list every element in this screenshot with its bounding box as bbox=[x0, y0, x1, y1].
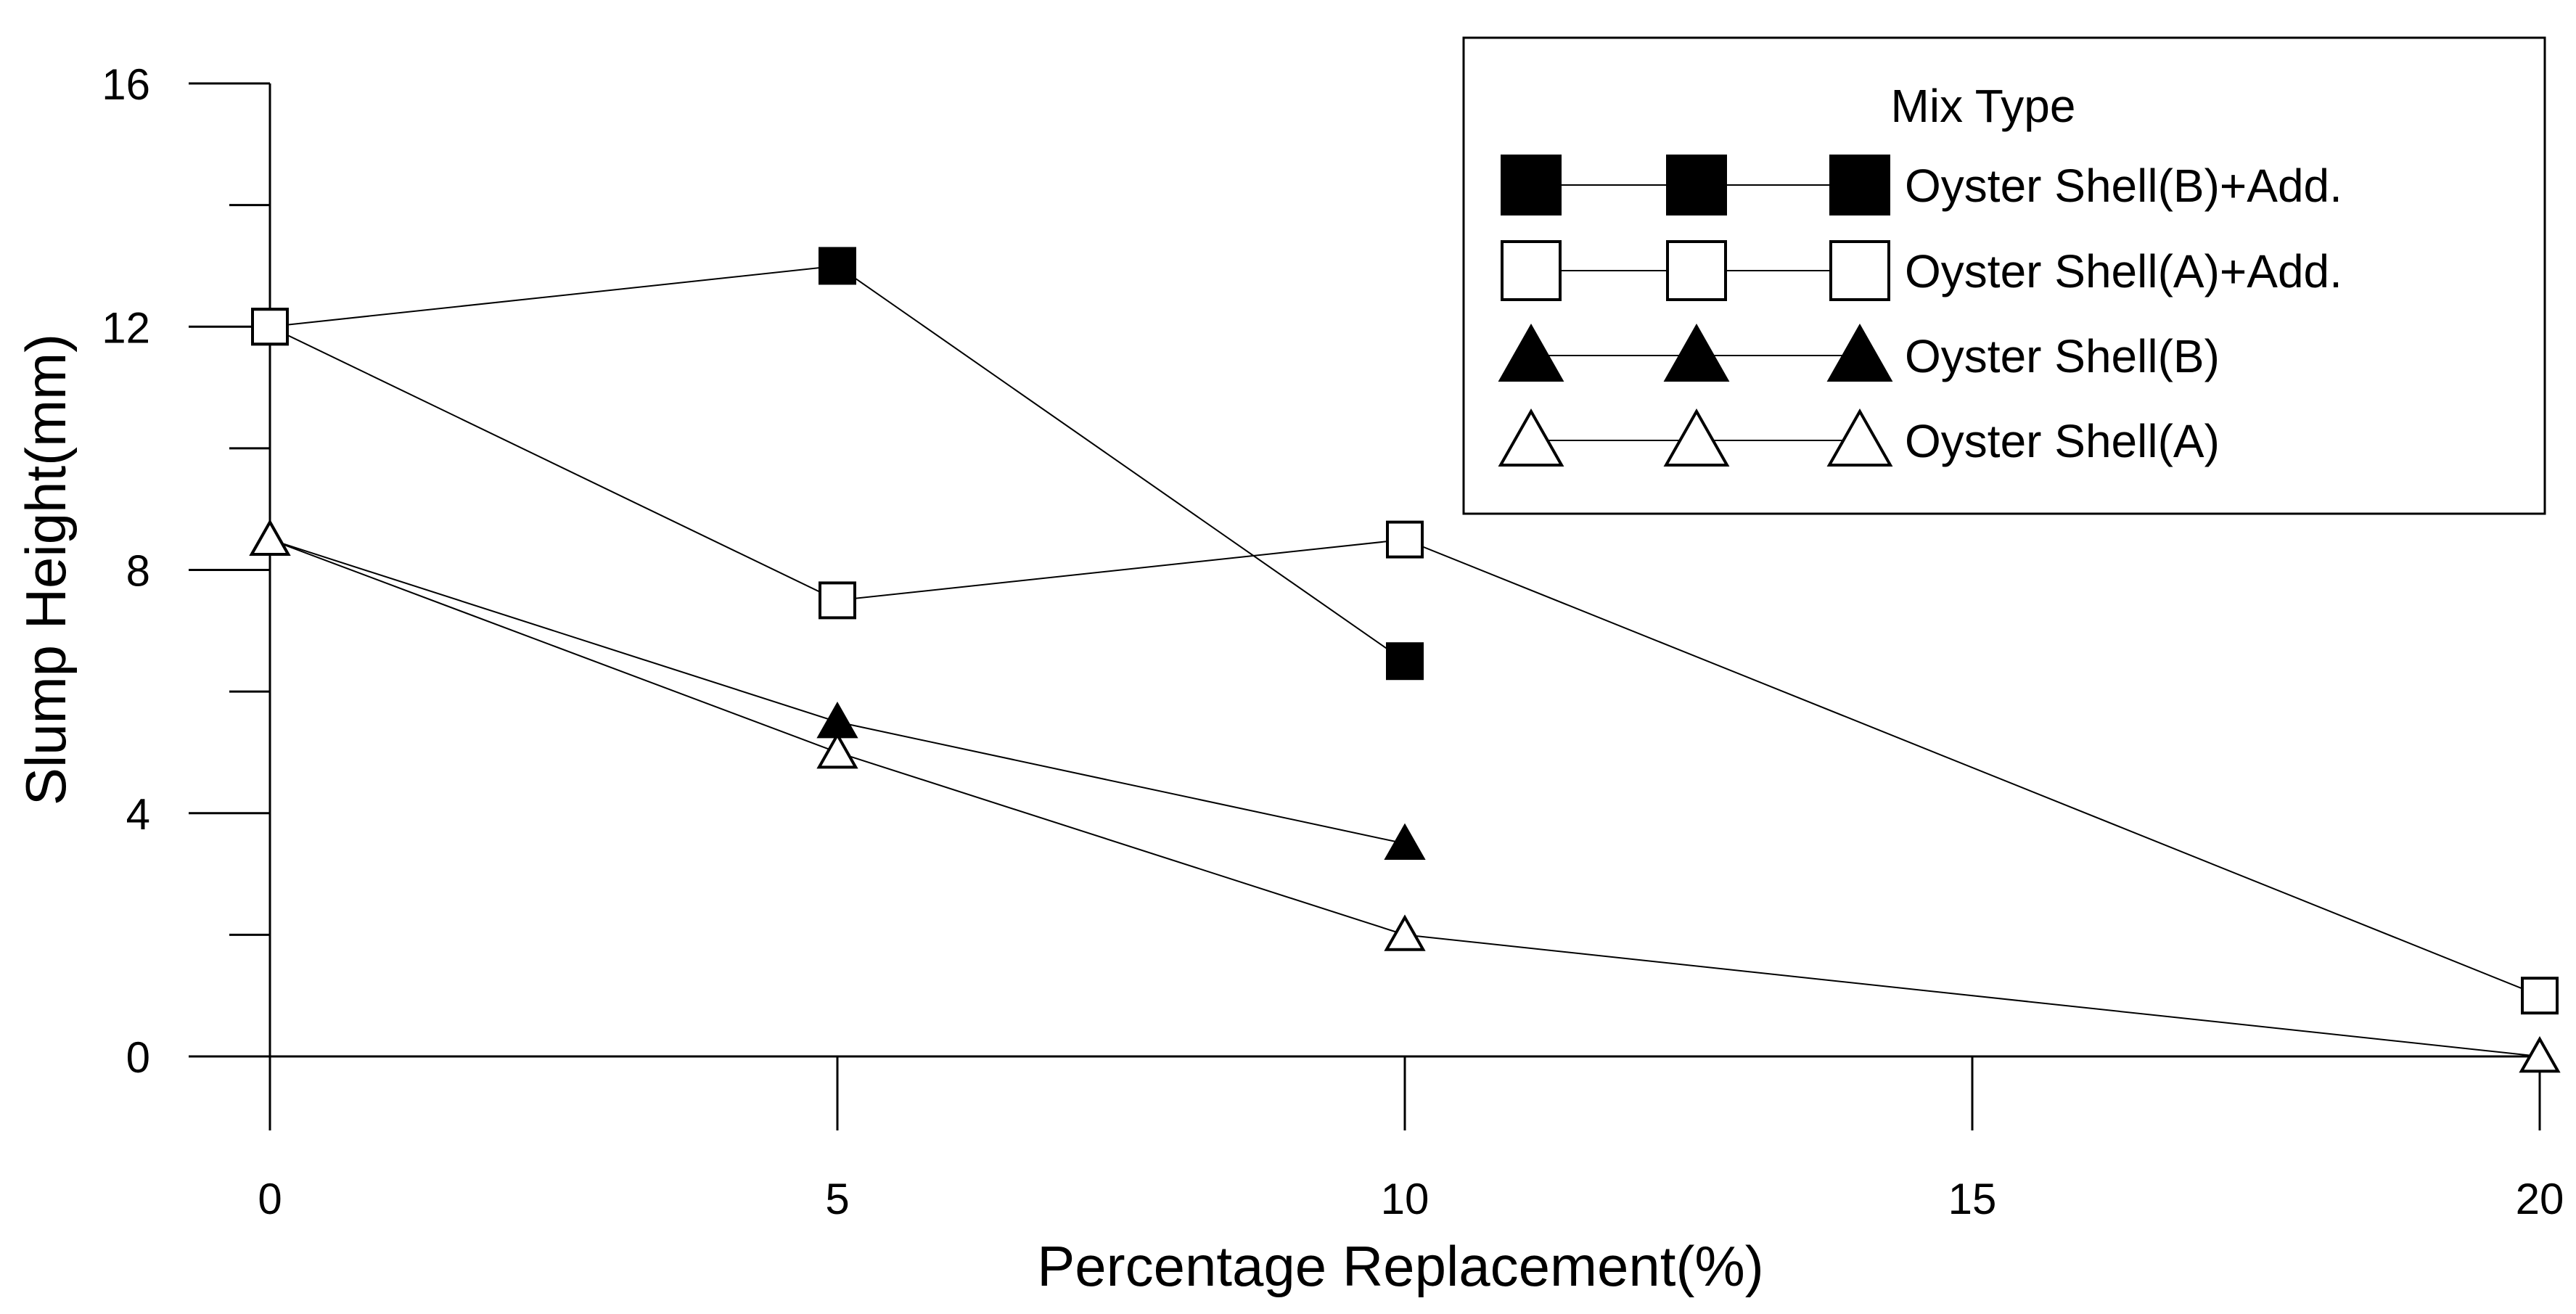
series-line bbox=[269, 326, 2540, 997]
data-point bbox=[1384, 914, 1426, 951]
legend-items: Oyster Shell(B)+Add. Oyster Shell(A)+Add.… bbox=[1498, 155, 2342, 467]
legend-marker bbox=[1826, 408, 1893, 467]
data-point bbox=[2521, 977, 2559, 1015]
data-point bbox=[1386, 520, 1424, 559]
data-point bbox=[1386, 642, 1424, 681]
x-tick-label: 10 bbox=[1381, 1175, 1429, 1223]
x-tick-label: 15 bbox=[1948, 1175, 1997, 1223]
legend-title: Mix Type bbox=[1891, 80, 2076, 132]
legend-label: Oyster Shell(A)+Add. bbox=[1905, 245, 2342, 297]
y-tick-label: 4 bbox=[126, 790, 150, 839]
data-point bbox=[2519, 1035, 2561, 1073]
series-layer bbox=[249, 247, 2561, 1073]
data-point bbox=[816, 731, 858, 769]
legend-marker bbox=[1501, 240, 1562, 301]
x-tick-label: 5 bbox=[825, 1175, 849, 1223]
data-point bbox=[251, 308, 289, 346]
x-tick-label: 20 bbox=[2516, 1175, 2564, 1223]
legend-marker bbox=[1498, 408, 1564, 467]
legend-marker bbox=[1663, 323, 1730, 382]
legend-marker bbox=[1829, 240, 1890, 301]
x-axis-title: Percentage Replacement(%) bbox=[1037, 1234, 1764, 1298]
y-tick-label: 0 bbox=[126, 1033, 150, 1082]
legend-label: Oyster Shell(B) bbox=[1905, 330, 2220, 382]
legend-label: Oyster Shell(A) bbox=[1905, 415, 2220, 467]
data-point bbox=[249, 519, 291, 556]
legend-marker bbox=[1666, 240, 1727, 301]
y-tick-label: 12 bbox=[102, 303, 150, 352]
legend-box bbox=[1462, 36, 2546, 515]
data-point bbox=[1384, 823, 1426, 861]
legend-item: Oyster Shell(A) bbox=[1498, 408, 2220, 467]
data-point bbox=[819, 581, 856, 620]
legend: Mix Type Oyster Shell(B)+Add.Oyster Shel… bbox=[1462, 36, 2546, 515]
legend-marker bbox=[1666, 155, 1727, 215]
legend-item: Oyster Shell(A)+Add. bbox=[1501, 240, 2342, 301]
series-4 bbox=[249, 519, 2561, 1073]
data-point bbox=[819, 247, 856, 285]
legend-marker bbox=[1826, 323, 1893, 382]
legend-item: Oyster Shell(B)+Add. bbox=[1501, 155, 2342, 215]
legend-marker bbox=[1829, 155, 1890, 215]
x-tick-label: 0 bbox=[258, 1175, 282, 1223]
series-2 bbox=[251, 308, 2559, 1015]
y-axis-title: Slump Height(mm) bbox=[14, 334, 78, 805]
y-tick-label: 16 bbox=[102, 60, 150, 109]
legend-item: Oyster Shell(B) bbox=[1498, 323, 2220, 382]
series-line bbox=[269, 538, 2540, 1057]
y-tick-label: 8 bbox=[126, 547, 150, 596]
data-point bbox=[816, 701, 858, 739]
legend-marker bbox=[1663, 408, 1730, 467]
series-3 bbox=[249, 519, 1426, 861]
legend-label: Oyster Shell(B)+Add. bbox=[1905, 160, 2342, 212]
legend-marker bbox=[1498, 323, 1564, 382]
legend-marker bbox=[1501, 155, 1562, 215]
